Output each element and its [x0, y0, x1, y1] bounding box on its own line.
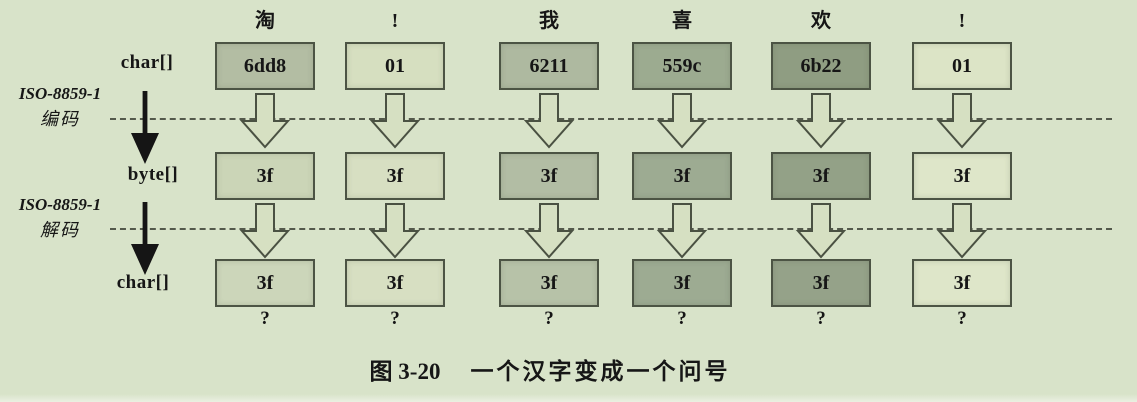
char-array-label-bottom: char[]: [116, 272, 170, 293]
down-arrow-icon: [656, 203, 708, 259]
byte-hex-value: 3f: [812, 164, 830, 187]
decode-black-down-arrow-icon: [131, 202, 159, 275]
down-arrow-icon: [369, 203, 421, 259]
decode-cn-label: 解码: [40, 220, 80, 240]
decoded-hex-value: 3f: [953, 271, 971, 294]
decoded-char-box: 3f: [771, 259, 871, 307]
byte-hex-value: 3f: [386, 164, 404, 187]
encode-cn-label: 编码: [40, 109, 80, 129]
char-hex-box: 559c: [632, 42, 732, 90]
decoded-hex-value: 3f: [673, 271, 691, 294]
char-hex-value: 6dd8: [243, 54, 287, 77]
iso-8859-1-encode-label: ISO-8859-1: [18, 84, 102, 103]
byte-hex-box: 3f: [345, 152, 445, 200]
byte-hex-box: 3f: [215, 152, 315, 200]
down-arrow-icon: [936, 203, 988, 259]
down-arrow-icon: [795, 203, 847, 259]
encoding-column-2: ! 01 3f 3f ?: [345, 0, 445, 402]
char-array-label-top: char[]: [120, 52, 174, 73]
encoding-column-1: 淘 6dd8 3f 3f ?: [215, 0, 315, 402]
char-hex-box: 6b22: [771, 42, 871, 90]
char-hex-box: 6211: [499, 42, 599, 90]
decoded-char-box: 3f: [215, 259, 315, 307]
source-character: !: [958, 10, 966, 32]
figure-caption: 图 3-20 一个汉字变成一个问号: [0, 352, 1100, 386]
result-character: ?: [816, 308, 826, 329]
down-arrow-icon: [239, 93, 291, 149]
down-arrow-icon: [369, 93, 421, 149]
byte-hex-value: 3f: [953, 164, 971, 187]
char-hex-value: 559c: [662, 54, 702, 77]
down-arrow-icon: [936, 93, 988, 149]
byte-hex-value: 3f: [256, 164, 274, 187]
byte-hex-box: 3f: [912, 152, 1012, 200]
decoded-hex-value: 3f: [540, 271, 558, 294]
encode-black-down-arrow-icon: [131, 91, 159, 164]
down-arrow-icon: [795, 93, 847, 149]
down-arrow-icon: [656, 93, 708, 149]
encode-boundary-dashed-line: [110, 118, 1112, 120]
result-character: ?: [260, 308, 270, 329]
char-hex-value: 01: [385, 54, 405, 77]
result-character: ?: [957, 308, 967, 329]
decoded-hex-value: 3f: [386, 271, 404, 294]
char-hex-box: 01: [345, 42, 445, 90]
decoded-char-box: 3f: [345, 259, 445, 307]
source-character: 喜: [672, 10, 692, 32]
char-hex-value: 6b22: [800, 54, 842, 77]
caption-text: 一个汉字变成一个问号: [470, 359, 731, 384]
encoding-column-5: 欢 6b22 3f 3f ?: [771, 0, 871, 402]
down-arrow-icon: [239, 203, 291, 259]
decoded-char-box: 3f: [632, 259, 732, 307]
result-character: ?: [544, 308, 554, 329]
byte-hex-box: 3f: [632, 152, 732, 200]
byte-hex-value: 3f: [540, 164, 558, 187]
encoding-column-3: 我 6211 3f 3f ?: [499, 0, 599, 402]
decoded-char-box: 3f: [499, 259, 599, 307]
iso-8859-1-decode-label: ISO-8859-1: [18, 195, 102, 214]
decoded-char-box: 3f: [912, 259, 1012, 307]
decoded-hex-value: 3f: [256, 271, 274, 294]
down-arrow-icon: [523, 93, 575, 149]
result-character: ?: [677, 308, 687, 329]
byte-hex-box: 3f: [771, 152, 871, 200]
decode-boundary-dashed-line: [110, 228, 1112, 230]
source-character: 欢: [811, 10, 831, 32]
char-hex-box: 01: [912, 42, 1012, 90]
encoding-column-6: ! 01 3f 3f ?: [912, 0, 1012, 402]
byte-hex-box: 3f: [499, 152, 599, 200]
byte-hex-value: 3f: [673, 164, 691, 187]
source-character: !: [391, 10, 399, 32]
result-character: ?: [390, 308, 400, 329]
byte-array-label: byte[]: [127, 164, 179, 185]
encoding-column-4: 喜 559c 3f 3f ?: [632, 0, 732, 402]
source-character: 淘: [255, 10, 275, 32]
char-hex-box: 6dd8: [215, 42, 315, 90]
decoded-hex-value: 3f: [812, 271, 830, 294]
down-arrow-icon: [523, 203, 575, 259]
source-character: 我: [539, 10, 559, 32]
char-hex-value: 01: [952, 54, 972, 77]
char-hex-value: 6211: [529, 54, 569, 77]
figure-number: 图 3-20: [369, 359, 441, 384]
